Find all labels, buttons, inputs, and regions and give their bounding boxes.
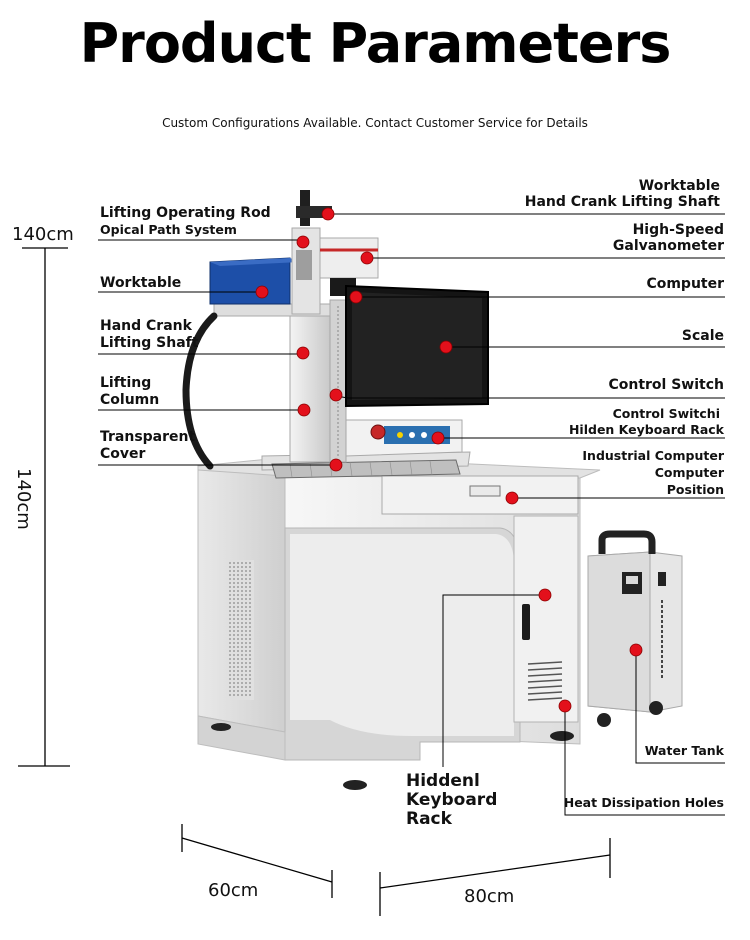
label-transparent-cover-1: Transparent	[100, 429, 196, 445]
label-worktable-left: Worktable	[100, 275, 182, 291]
label-hand-crank-left-1: Hand Crank	[100, 318, 192, 334]
label-heat-dissipation-holes: Heat Dissipation Holes	[563, 795, 724, 810]
label-lifting-column-2: Column	[100, 392, 160, 408]
label-optical-path-system: Opical Path System	[100, 222, 237, 237]
label-worktable-right: Worktable	[638, 178, 720, 194]
page-subtitle: Custom Configurations Available. Contact…	[162, 116, 588, 130]
label-industrial-computer: Industrial Computer	[582, 448, 724, 463]
label-galvanometer: Galvanometer	[612, 238, 724, 254]
label-lifting-column-1: Lifting	[100, 375, 152, 391]
label-position: Position	[666, 482, 724, 497]
depth-dimension	[181, 824, 333, 898]
label-hidden-keyboard-rack-3: Rack	[406, 809, 452, 829]
width-dimension	[379, 838, 611, 916]
height-top-label: 140cm	[12, 224, 74, 245]
label-hand-crank-right: Hand Crank Lifting Shaft	[524, 194, 720, 210]
page-title: Product Parameters	[79, 12, 672, 75]
height-side-label: 140cm	[13, 468, 34, 530]
width-label: 80cm	[464, 886, 515, 907]
label-hand-crank-left-2: Lifting Shaft	[100, 335, 199, 351]
door-vents	[527, 661, 563, 701]
label-scale: Scale	[681, 328, 724, 344]
depth-label: 60cm	[208, 880, 259, 901]
cabinet	[197, 455, 601, 790]
label-computer: Computer	[646, 276, 724, 292]
label-control-switch: Control Switch	[608, 377, 724, 393]
label-computer-2: Computer	[654, 465, 724, 480]
label-hidden-keyboard-rack-1: Hiddenl	[406, 771, 480, 791]
red-markers	[255, 207, 643, 713]
label-water-tank: Water Tank	[644, 743, 724, 758]
label-control-switch-small: Control Switchi	[612, 406, 720, 421]
label-high-speed: High-Speed	[632, 222, 724, 238]
label-hilden-keyboard-rack: Hilden Keyboard Rack	[568, 422, 724, 437]
water-tank	[587, 530, 683, 727]
label-transparent-cover-2: Cover	[100, 446, 146, 462]
label-hidden-keyboard-rack-2: Keyboard	[406, 790, 498, 810]
height-dimension	[18, 247, 70, 767]
label-lifting-operating-rod: Lifting Operating Rod	[100, 205, 271, 221]
